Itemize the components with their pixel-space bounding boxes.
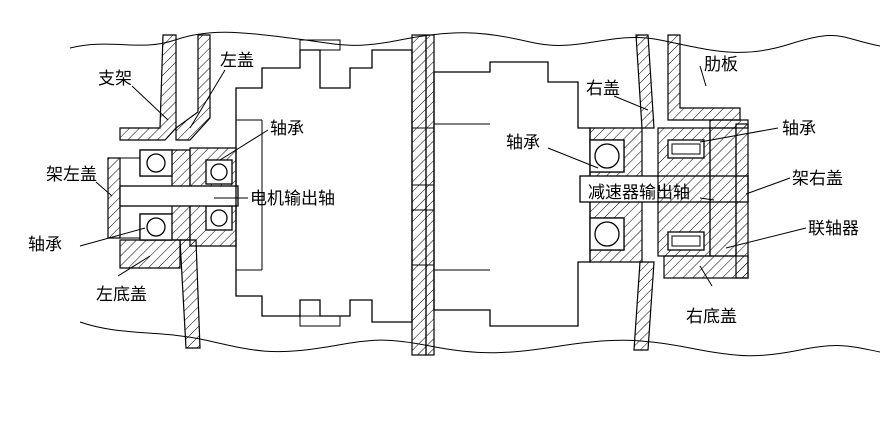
bracket-lower [179,239,201,349]
bearing-left-bottom-ball [146,217,166,237]
motor-output-shaft [119,185,239,207]
rib-plate [667,34,741,121]
bracket-right-end-cover [735,123,749,279]
label-rib-plate: 肋板 [704,55,738,75]
label-coupling: 联轴器 [808,219,859,239]
right-cover-strip [635,34,655,129]
label-left-cover: 左盖 [220,51,254,71]
label-bracket-right-cover: 架右盖 [792,169,843,189]
bearing-motor-bottom-ball [210,209,228,227]
right-base-cover [663,255,749,279]
label-bearing-right: 轴承 [782,119,816,139]
left-base-cover [119,239,181,269]
label-bracket-left-cover: 架左盖 [46,165,97,185]
right-bracket-lower [633,261,655,351]
label-motor-output-shaft: 电机输出轴 [250,189,335,209]
label-reducer-output-shaft: 减速器输出轴 [588,183,690,203]
bottom-break-line [79,321,881,357]
label-bearing-left-top: 轴承 [270,119,304,139]
leader-lines [79,65,807,287]
coupling-upper-slot-inner [671,143,701,155]
left-cover-plate-upper [175,34,211,141]
coupling-lower-slot-inner [671,235,701,247]
label-bracket: 支架 [98,69,132,89]
label-bearing-left-bottom: 轴承 [28,235,62,255]
reducer-body [433,61,591,327]
label-bearing-mid: 轴承 [506,133,540,153]
motor-top-slot [299,39,341,51]
coupling-block [709,127,737,257]
coupling-upper-slot [667,139,705,159]
central-flange-left [411,34,427,356]
bracket-left-end-cover [107,157,121,239]
top-break-line [69,31,881,53]
bearing-motor-top-ball [210,163,228,181]
bearing-right-top-ball [594,143,620,169]
label-left-base-cover: 左底盖 [96,285,147,305]
label-right-base-cover: 右底盖 [686,307,737,327]
coupling-lower-slot [667,231,705,251]
bearing-left-top-ball [146,153,166,173]
central-flange-right [425,34,435,356]
bearing-right-bottom-ball [594,221,620,247]
label-right-cover: 右盖 [586,79,620,99]
bearing-right-bottom-box [589,217,625,251]
right-top-cap [709,119,749,129]
motor-bottom-slot [299,315,341,327]
